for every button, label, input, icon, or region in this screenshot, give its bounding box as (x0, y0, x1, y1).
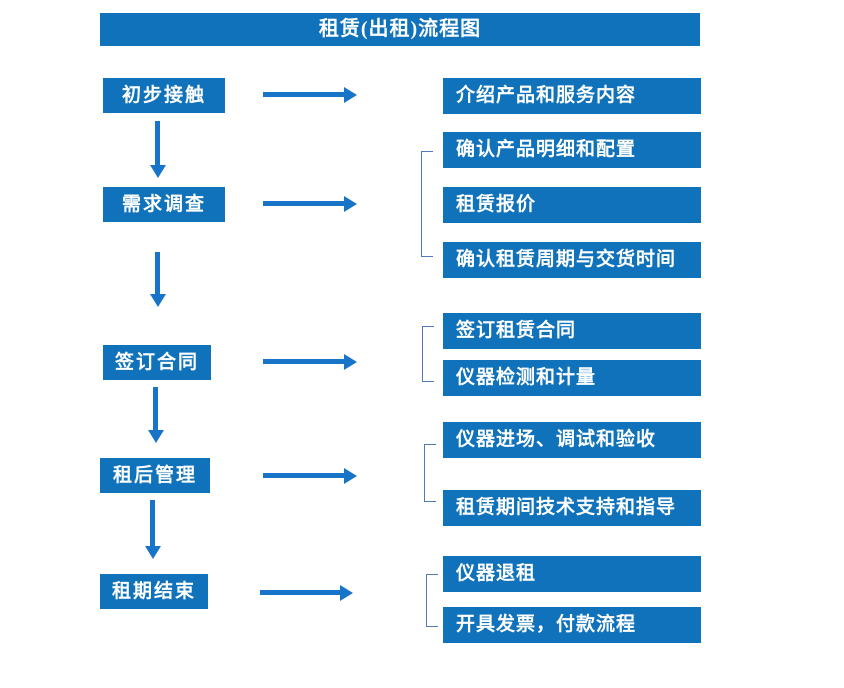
flowchart-title: 租赁(出租)流程图 (100, 13, 700, 46)
right-arrow (263, 359, 344, 364)
step-post-rental-management: 租后管理 (100, 458, 210, 493)
down-arrow (155, 252, 160, 294)
detail-instrument-return: 仪器退租 (443, 556, 701, 592)
detail-confirm-rental-period-delivery: 确认租赁周期与交货时间 (443, 242, 701, 278)
right-arrow (263, 201, 344, 206)
step-initial-contact: 初步接触 (103, 78, 225, 113)
group-bracket (424, 444, 436, 502)
detail-sign-rental-contract: 签订租赁合同 (443, 313, 701, 349)
down-arrow (155, 121, 160, 165)
right-arrow (263, 92, 344, 97)
detail-confirm-product-details-config: 确认产品明细和配置 (443, 132, 701, 168)
detail-rental-quote: 租赁报价 (443, 187, 701, 223)
detail-invoice-payment: 开具发票，付款流程 (443, 607, 701, 643)
step-lease-end: 租期结束 (100, 574, 208, 609)
group-bracket (421, 151, 433, 257)
down-arrow (153, 387, 158, 430)
detail-instrument-setup-acceptance: 仪器进场、调试和验收 (443, 422, 701, 458)
detail-rental-tech-support: 租赁期间技术支持和指导 (443, 490, 701, 526)
group-bracket (426, 574, 438, 627)
group-bracket (422, 326, 434, 382)
right-arrow (260, 590, 340, 595)
right-arrow (263, 473, 344, 478)
detail-instrument-testing-calibration: 仪器检测和计量 (443, 360, 701, 396)
down-arrow (150, 500, 155, 546)
detail-intro-products-services: 介绍产品和服务内容 (443, 78, 701, 114)
step-demand-survey: 需求调查 (103, 187, 225, 222)
step-sign-contract: 签订合同 (103, 345, 211, 380)
